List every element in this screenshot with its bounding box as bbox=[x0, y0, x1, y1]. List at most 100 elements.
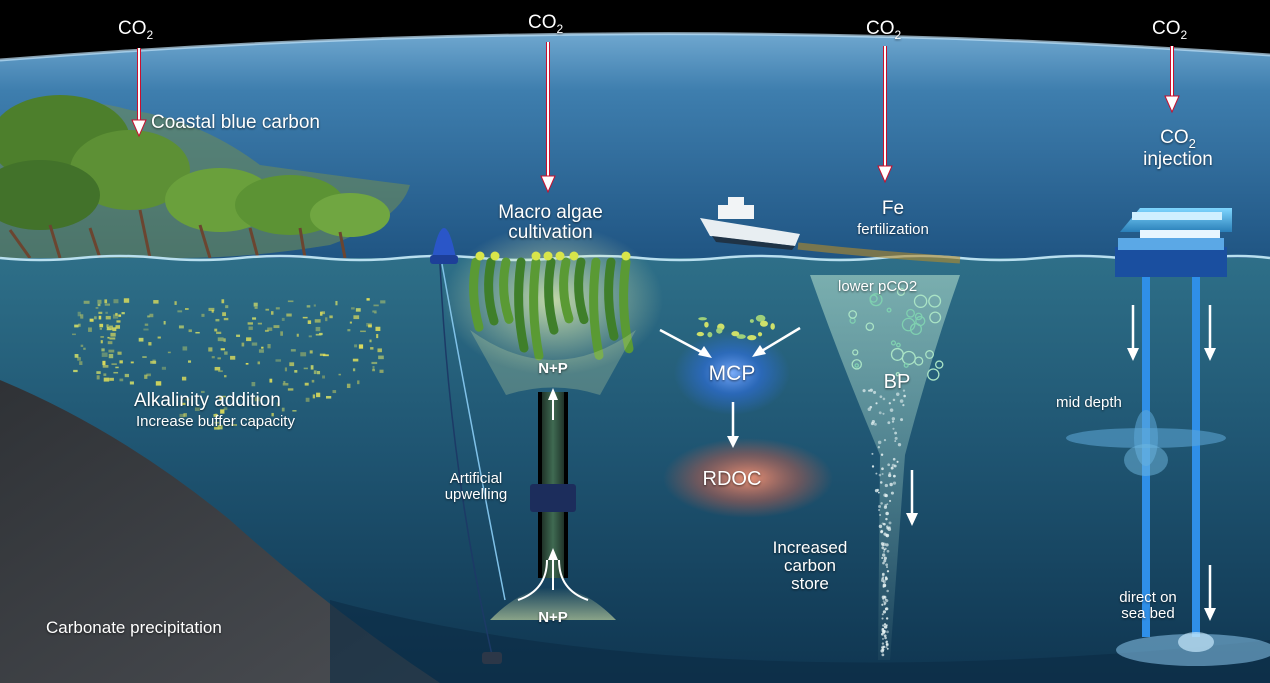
alkalinity-particle bbox=[119, 360, 123, 364]
fe-line2: fertilization bbox=[857, 220, 929, 238]
sinking-particle bbox=[886, 647, 889, 650]
alkalinity-particle bbox=[83, 300, 90, 304]
alkalinity-particle bbox=[106, 326, 110, 330]
alkalinity-particle bbox=[74, 354, 79, 358]
alkalinity-particle bbox=[215, 318, 220, 322]
alkalinity-particle bbox=[102, 364, 109, 368]
sinking-particle bbox=[883, 559, 887, 563]
sinking-particle bbox=[885, 534, 888, 537]
sinking-particle bbox=[886, 570, 890, 573]
alkalinity-particle bbox=[313, 304, 316, 307]
alkalinity-particle bbox=[258, 349, 264, 353]
alkalinity-particle bbox=[254, 397, 260, 402]
sinking-particle bbox=[884, 607, 888, 611]
co2-label-4: CO2 bbox=[1152, 18, 1188, 42]
sinking-particle bbox=[879, 481, 883, 484]
alkalinity-particle bbox=[372, 365, 375, 370]
microbe bbox=[696, 331, 705, 337]
alkalinity-particle bbox=[335, 300, 338, 306]
sinking-particle bbox=[883, 556, 887, 560]
alkalinity-particle bbox=[216, 331, 222, 334]
microbe bbox=[770, 323, 775, 330]
sinking-particle bbox=[873, 422, 877, 426]
sinking-particle bbox=[880, 502, 883, 505]
alkalinity-particle bbox=[102, 360, 106, 366]
artificial-upwelling-line2: upwelling bbox=[444, 485, 508, 503]
alkalinity-particle bbox=[354, 344, 358, 348]
alkalinity-particle bbox=[105, 315, 111, 320]
sinking-particle bbox=[899, 399, 904, 403]
alkalinity-particle bbox=[310, 365, 314, 370]
alkalinity-particle bbox=[322, 354, 329, 357]
alkalinity-particle bbox=[214, 366, 221, 371]
alkalinity-particle bbox=[322, 375, 326, 379]
increased-carbon-store-label: Increased carbon store bbox=[756, 539, 864, 593]
bp-arrow bbox=[906, 470, 918, 526]
co2-label-2: CO2 bbox=[528, 12, 564, 36]
alkalinity-particle bbox=[366, 322, 372, 327]
alkalinity-particle bbox=[276, 402, 280, 407]
sinking-particle bbox=[881, 467, 884, 471]
alkalinity-particle bbox=[130, 361, 134, 364]
plankton-cell bbox=[848, 310, 858, 319]
artificial-upwelling-label: Artificial upwelling bbox=[432, 471, 520, 503]
plankton-cell bbox=[925, 350, 934, 359]
sinking-particle bbox=[888, 499, 892, 503]
increased-carbon-store-line2: carbon bbox=[784, 555, 836, 575]
nutrient-plume-top bbox=[470, 330, 636, 395]
alkalinity-particle bbox=[109, 377, 114, 381]
microbe bbox=[707, 331, 713, 338]
alkalinity-particle bbox=[79, 361, 83, 365]
sinking-particle bbox=[867, 407, 872, 412]
alkalinity-particle bbox=[287, 300, 294, 303]
mangrove-forest bbox=[0, 95, 390, 259]
alkalinity-particle bbox=[83, 347, 86, 350]
alkalinity-particle bbox=[346, 383, 351, 389]
sinking-particle bbox=[886, 566, 888, 568]
alkalinity-particle bbox=[311, 379, 315, 383]
sinking-particle bbox=[877, 491, 880, 494]
alkalinity-particle bbox=[253, 302, 258, 307]
alkalinity-particle bbox=[254, 306, 258, 309]
sinking-particle bbox=[900, 418, 904, 422]
alkalinity-particle bbox=[214, 328, 218, 332]
sinking-particle bbox=[885, 640, 889, 643]
alkalinity-particle bbox=[338, 373, 341, 376]
alkalinity-particle bbox=[257, 361, 261, 365]
injection-arrows bbox=[1127, 305, 1216, 621]
alkalinity-particle bbox=[121, 312, 125, 315]
sinking-particle bbox=[896, 392, 900, 397]
algae-strand bbox=[574, 257, 589, 325]
microbe bbox=[716, 327, 723, 334]
alkalinity-particle bbox=[306, 305, 311, 308]
alkalinity-particle bbox=[300, 352, 307, 357]
alkalinity-particle bbox=[319, 353, 326, 356]
plankton-cell bbox=[854, 363, 860, 368]
increased-carbon-store-line3: store bbox=[791, 573, 829, 593]
sinking-particle bbox=[886, 549, 890, 553]
plankton-cell bbox=[890, 340, 897, 346]
sinking-particle bbox=[881, 544, 884, 547]
alkalinity-particle bbox=[309, 350, 313, 354]
alkalinity-particle bbox=[80, 344, 84, 347]
algae-strand bbox=[499, 257, 514, 324]
alkalinity-particle bbox=[221, 299, 225, 304]
sinking-particle bbox=[873, 390, 877, 394]
sinking-particle bbox=[883, 634, 887, 638]
sinking-particle bbox=[882, 561, 885, 565]
alkalinity-particle bbox=[223, 317, 229, 321]
sinking-particle bbox=[888, 521, 892, 525]
sinking-particle bbox=[885, 599, 889, 603]
mid-depth-label: mid depth bbox=[1056, 394, 1122, 411]
alkalinity-particle bbox=[220, 395, 226, 398]
macro-algae-line2: cultivation bbox=[508, 221, 593, 243]
alkalinity-particle bbox=[167, 351, 171, 354]
algae-strand bbox=[604, 257, 619, 341]
plankton-cell bbox=[909, 322, 923, 336]
alkalinity-particle bbox=[352, 368, 356, 372]
alkalinity-particle bbox=[217, 337, 224, 342]
alkalinity-particle bbox=[275, 307, 280, 310]
sinking-particle bbox=[885, 517, 888, 521]
alkalinity-particle bbox=[73, 369, 78, 373]
